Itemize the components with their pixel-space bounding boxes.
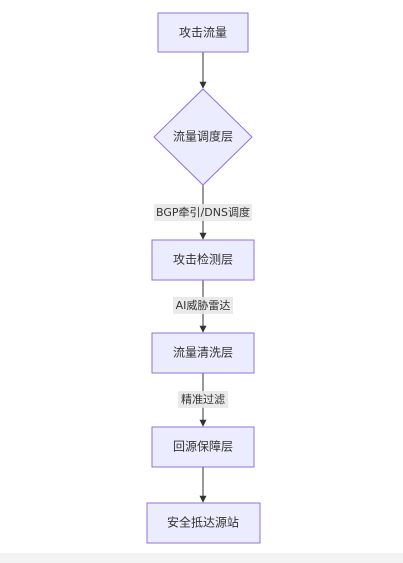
edge-label-text: BGP牵引/DNS调度 bbox=[156, 205, 250, 219]
node-box bbox=[151, 426, 255, 468]
node-traffic-scrubbing[interactable]: 流量清洗层 bbox=[151, 332, 255, 374]
edge-label-text: 精准过滤 bbox=[181, 393, 225, 406]
edge-labels: BGP牵引/DNS调度 AI威胁雷达 精准过滤 bbox=[154, 204, 252, 408]
node-attack-traffic[interactable]: 攻击流量 bbox=[157, 12, 249, 53]
node-label: 流量调度层 bbox=[173, 129, 233, 144]
edge-label-precise-filter: 精准过滤 bbox=[178, 391, 228, 408]
node-box bbox=[151, 239, 255, 281]
node-traffic-scheduling[interactable]: 流量调度层 bbox=[153, 88, 253, 186]
edge-label-bgp: BGP牵引/DNS调度 bbox=[154, 204, 252, 221]
edge-label-text: AI威胁雷达 bbox=[176, 298, 231, 312]
node-origin-protection[interactable]: 回源保障层 bbox=[151, 426, 255, 468]
node-label: 流量清洗层 bbox=[173, 346, 233, 360]
node-label: 回源保障层 bbox=[173, 439, 233, 454]
node-safe-arrival[interactable]: 安全抵达源站 bbox=[146, 502, 261, 544]
bottom-band bbox=[0, 553, 403, 563]
node-box bbox=[146, 502, 261, 544]
edge-label-bg bbox=[154, 204, 252, 221]
node-label: 安全抵达源站 bbox=[167, 515, 239, 530]
node-label: 攻击检测层 bbox=[173, 252, 233, 267]
edge-label-bg bbox=[173, 297, 233, 314]
node-label: 攻击流量 bbox=[179, 26, 227, 40]
node-attack-detection[interactable]: 攻击检测层 bbox=[151, 239, 255, 281]
node-diamond bbox=[153, 88, 253, 186]
edge-label-ai-radar: AI威胁雷达 bbox=[173, 297, 233, 314]
edge-label-bg bbox=[178, 391, 228, 408]
node-box bbox=[151, 332, 255, 374]
nodes: 攻击流量 流量调度层 攻击检测层 流量清洗层 回源保障层 安全抵达源站 bbox=[146, 12, 261, 544]
node-box bbox=[157, 12, 249, 53]
